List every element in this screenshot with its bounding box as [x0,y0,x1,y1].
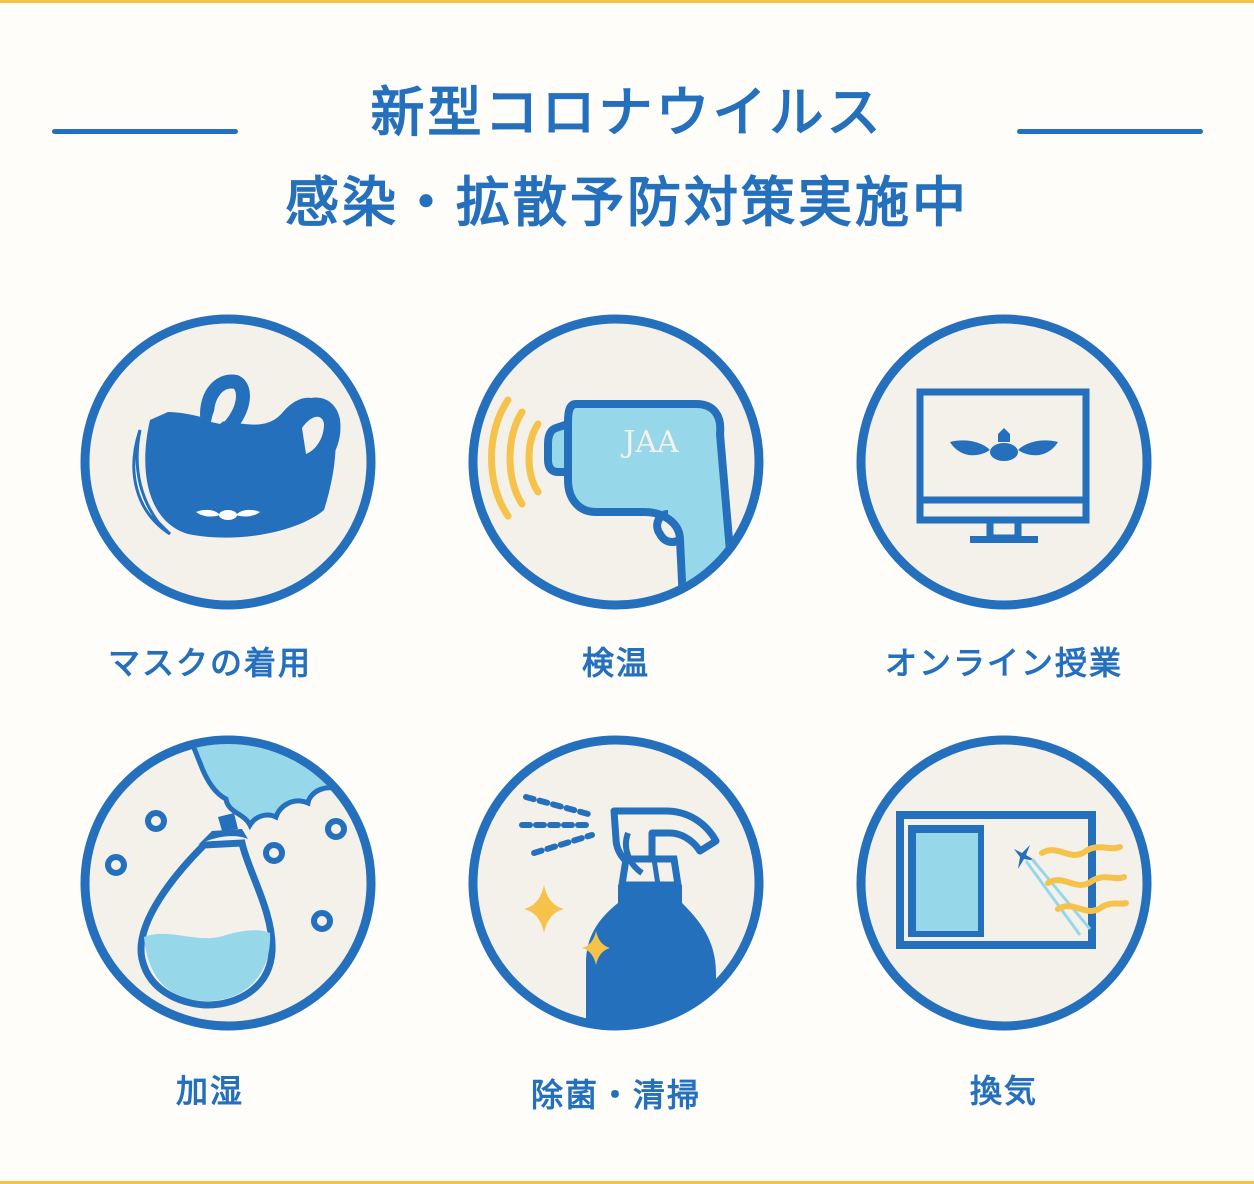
title-rule-right [1017,129,1203,134]
measure-temperature: JAA [466,312,766,612]
measure-label-humidify: 加湿 [175,1072,244,1110]
measure-label-temperature: 検温 [581,644,650,682]
measure-label-ventilate: 換気 [969,1072,1038,1110]
page-title-line2: 感染・拡散予防対策実施中 [285,171,969,234]
thermometer-gun-icon: JAA [468,314,764,610]
humidifier-icon [80,735,376,1031]
face-mask-icon [80,314,376,610]
measure-online [854,312,1154,612]
page-title-line1: 新型コロナウイルス [370,81,884,144]
bottom-accent-line [0,1181,1254,1184]
window-ventilation-icon [856,735,1152,1031]
spray-bottle-icon [468,735,764,1031]
measure-humidify [78,733,378,1033]
measure-mask [78,312,378,612]
top-accent-line [0,0,1254,3]
measure-sanitize [466,733,766,1033]
measure-ventilate [854,733,1154,1033]
measure-label-online: オンライン授業 [884,644,1123,682]
wings-logo-icon [950,428,1058,461]
measure-label-sanitize: 除菌・清掃 [530,1076,701,1114]
monitor-icon [856,314,1152,610]
thermometer-brand-text: JAA [620,425,679,460]
measure-label-mask: マスクの着用 [107,644,312,682]
title-rule-left [52,129,238,134]
